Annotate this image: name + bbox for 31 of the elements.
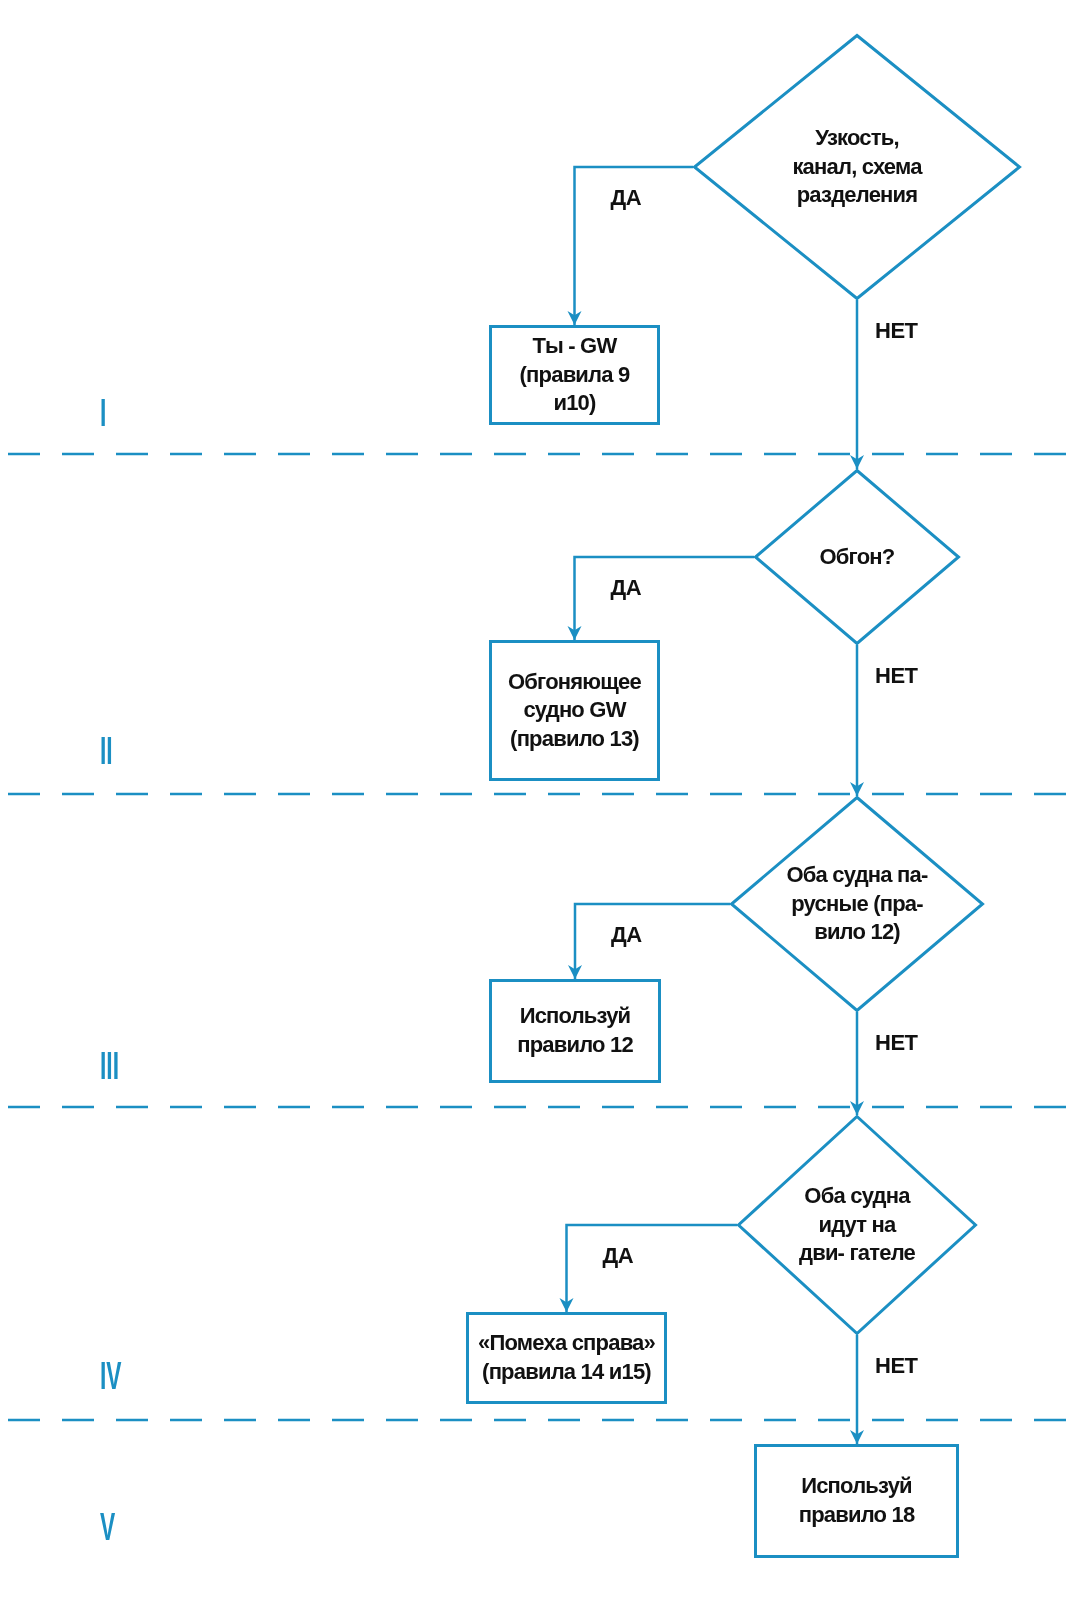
process-box <box>489 640 660 781</box>
process-box <box>489 325 660 425</box>
node-text: Используй правило 12 <box>516 1002 634 1059</box>
arrow <box>567 555 754 640</box>
node-text: Ты - GW (правила 9 и10) <box>518 332 631 418</box>
arrow <box>559 1223 737 1312</box>
decision-diamond <box>754 469 960 645</box>
arrow <box>850 1335 864 1444</box>
arrow <box>850 1012 864 1115</box>
node-text: Узкость, канал, схема разделения <box>791 124 924 210</box>
section-numeral: II <box>100 730 113 773</box>
section-numeral: III <box>100 1045 119 1088</box>
section-numeral: I <box>100 392 107 435</box>
arrow <box>568 902 730 979</box>
node-text: Используй правило 18 <box>797 1472 916 1529</box>
node-text: Оба судна идут на дви- гателе <box>798 1182 916 1268</box>
arrow <box>850 645 864 796</box>
arrow <box>567 165 693 325</box>
node-text: Обгоняющее судно GW (правило 13) <box>507 667 642 753</box>
arrow <box>850 300 864 469</box>
section-numeral: V <box>100 1506 116 1549</box>
node-text: «Помеха справа» (правила 14 и15) <box>477 1329 656 1386</box>
decision-diamond <box>693 34 1021 300</box>
decision-diamond <box>730 796 984 1012</box>
decision-diamond <box>737 1115 977 1335</box>
process-box <box>489 979 661 1083</box>
node-text: Обгон? <box>818 542 896 571</box>
section-numeral: IV <box>100 1355 122 1398</box>
node-text: Оба судна па- русные (пра- вило 12) <box>785 861 929 947</box>
process-box <box>466 1312 667 1404</box>
process-box <box>754 1444 959 1558</box>
